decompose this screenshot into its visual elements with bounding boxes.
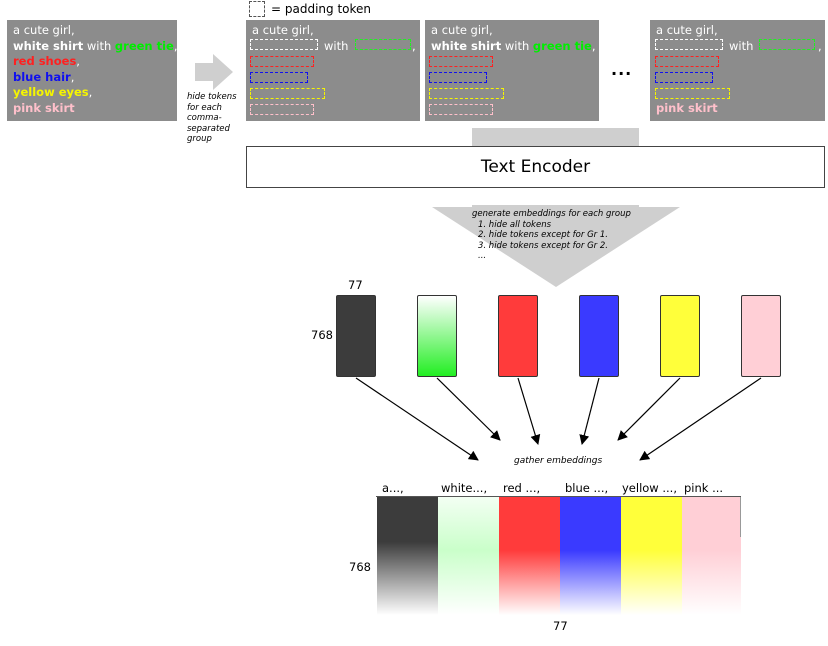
pad-white-3 [655, 39, 723, 50]
pad-green-1 [355, 39, 411, 50]
combined-segment-4 [621, 497, 682, 615]
encoder-input-connector [472, 128, 639, 146]
panels-ellipsis: ... [611, 60, 633, 79]
combined-segment-2 [499, 497, 560, 615]
group-label-0: a..., [382, 481, 404, 495]
embedding-group-0 [336, 295, 376, 377]
combined-segment-1 [438, 497, 499, 615]
pad-yellow-1 [250, 88, 325, 99]
group-label-5: pink ... [684, 481, 724, 495]
prompt-line-1: a cute girl, [13, 23, 75, 37]
prompt-line-3: red shoes, [13, 54, 80, 68]
arrow-group-5 [639, 377, 762, 461]
pad-blue-2 [429, 72, 487, 83]
pad-green-3 [759, 39, 815, 50]
pad-pink-1 [250, 104, 314, 115]
pad-red-3 [655, 56, 719, 67]
pad-yellow-2 [429, 88, 504, 99]
small-height-label: 768 [311, 328, 333, 342]
hide-tokens-note: hide tokens for each comma- separated gr… [187, 92, 237, 144]
pad-red-1 [250, 56, 314, 67]
group-label-4: yellow ..., [622, 481, 677, 495]
group-label-3: blue ..., [565, 481, 609, 495]
padding-legend-label: = padding token [271, 2, 372, 16]
right-arrow-icon [195, 54, 233, 90]
prompt-panel: a cute girl, white shirt with green tie,… [7, 20, 178, 121]
group-label-2: red ..., [503, 481, 541, 495]
big-width-label: 77 [553, 619, 568, 633]
pad-blue-1 [250, 72, 308, 83]
combined-embedding-frame [376, 496, 741, 497]
pad-yellow-3 [655, 88, 730, 99]
group-label-1: white..., [441, 481, 488, 495]
prompt-line-4: blue hair, [13, 69, 75, 84]
gather-embeddings-label: gather embeddings [514, 456, 603, 466]
combined-segment-0 [377, 497, 438, 615]
embedding-group-4 [660, 295, 700, 377]
combined-segment-3 [560, 497, 621, 615]
generate-embeddings-note: generate embeddings for each group 1. hi… [472, 209, 631, 261]
arrow-group-3 [579, 377, 600, 445]
big-height-label: 768 [349, 560, 371, 574]
pad-blue-3 [655, 72, 713, 83]
down-arrow-icon [432, 205, 680, 287]
text-encoder-label: Text Encoder [480, 157, 591, 177]
prompt-line-5: yellow eyes, [13, 85, 93, 99]
prompt-line-2: white shirt with green tie, [13, 38, 178, 53]
embedding-group-1 [417, 295, 457, 377]
embedding-group-2 [498, 295, 538, 377]
small-width-label: 77 [348, 278, 363, 292]
arrow-group-2 [517, 377, 541, 445]
embedding-group-3 [579, 295, 619, 377]
padding-legend-swatch [249, 1, 265, 17]
pad-red-2 [429, 56, 493, 67]
text-encoder-box: Text Encoder [246, 146, 825, 188]
combined-segment-5 [682, 497, 741, 615]
prompt-line-6: pink skirt [13, 100, 75, 115]
pad-white-1 [250, 39, 318, 50]
arrow-group-1 [436, 377, 501, 441]
masked-panel-last: a cute girl, with, pink skirt [650, 20, 825, 121]
pad-pink-2 [429, 104, 493, 115]
arrow-group-0 [355, 377, 479, 461]
embedding-group-5 [741, 295, 781, 377]
arrow-group-4 [617, 377, 681, 441]
combined-right-edge [740, 497, 741, 537]
